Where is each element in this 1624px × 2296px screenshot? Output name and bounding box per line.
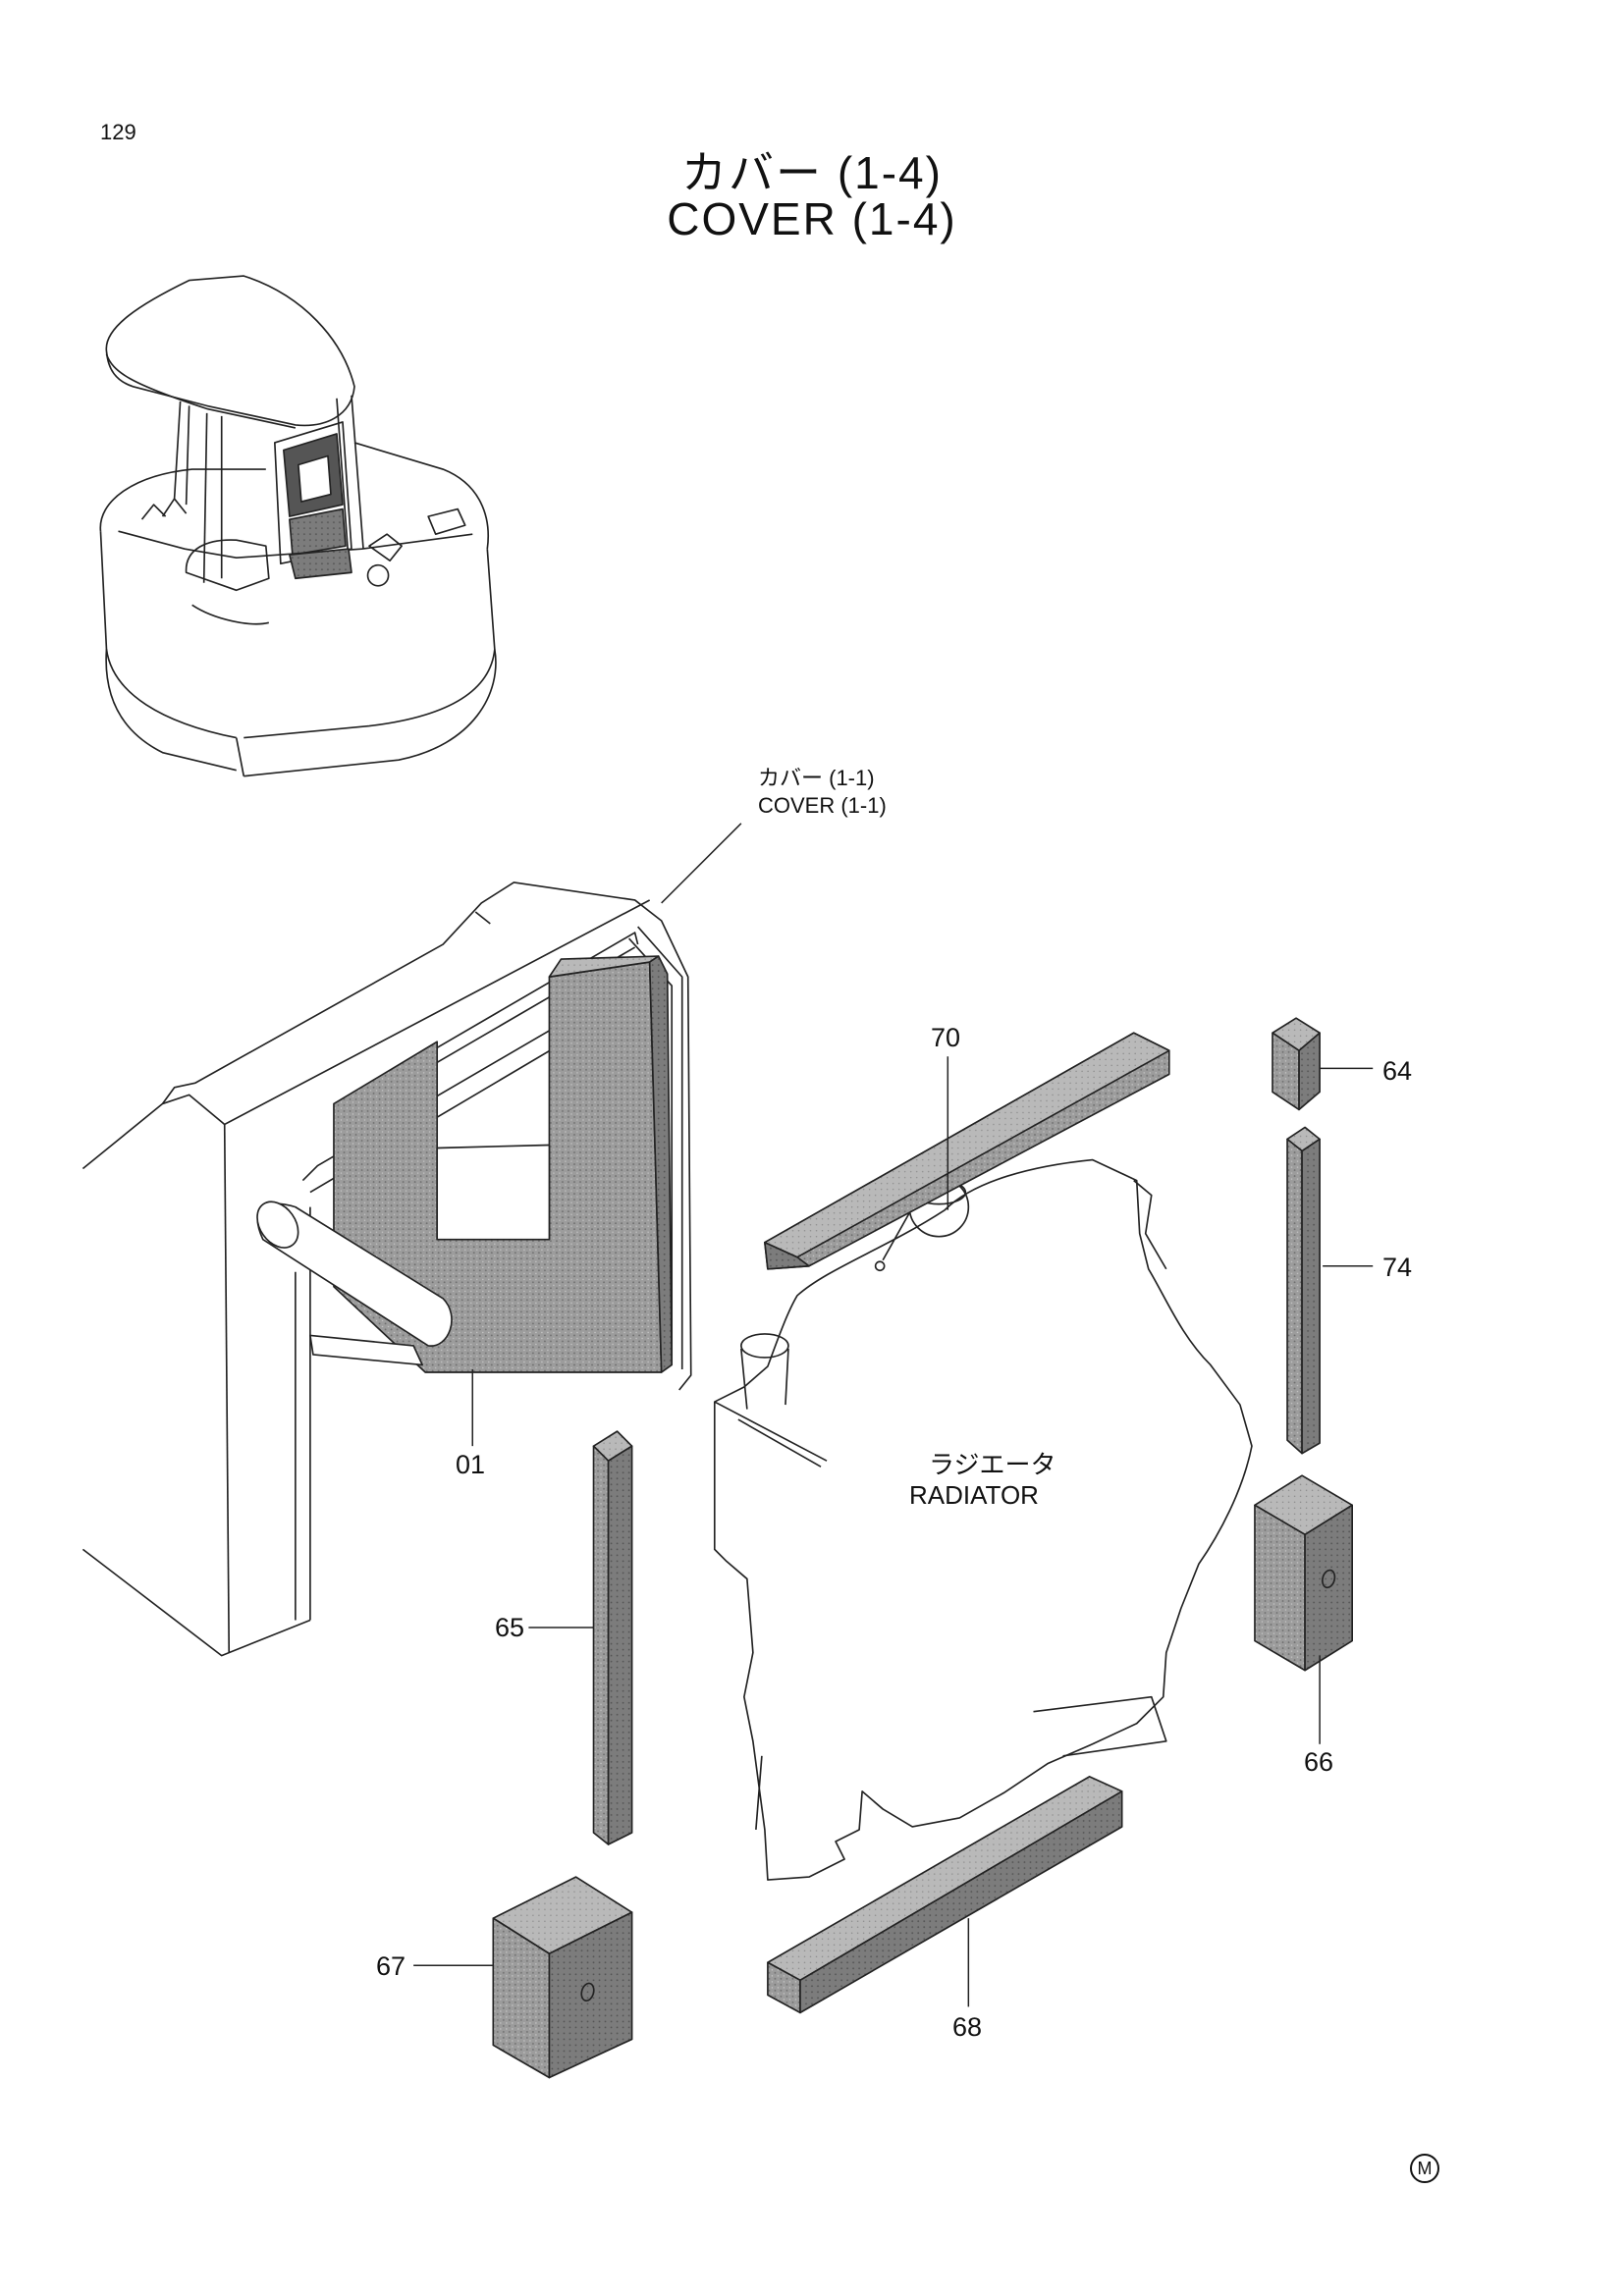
part-66-seal-block [1254,1474,1354,1672]
part-68-seal-strip [767,1776,1123,2014]
part-65-seal-strip [592,1430,633,1845]
part-67-seal-block [492,1876,633,2079]
footer-mark-icon: M [1410,2154,1439,2183]
callout-74: 74 [1382,1253,1413,1282]
part-74-seal-strip [1286,1126,1321,1455]
page-number: 129 [100,120,136,144]
part-64-seal-block [1272,1017,1321,1111]
callout-68: 68 [952,2012,983,2042]
page-title-japanese: カバー (1-4) [681,147,943,198]
machine-overview-illustration [99,275,497,777]
radiator-label-english: RADIATOR [909,1480,1039,1510]
radiator-label-japanese: ラジエータ [929,1450,1056,1479]
callout-66: 66 [1304,1747,1334,1777]
part-01-cover-panel [256,955,674,1373]
callout-64: 64 [1382,1056,1413,1086]
callout-70: 70 [931,1023,961,1052]
leader-lines [413,823,1374,2007]
radiator-outline [713,1158,1253,1881]
callout-67: 67 [376,1951,406,1981]
callout-01: 01 [456,1450,486,1479]
reference-label-japanese: カバー (1-1) [758,766,875,790]
part-70-seal-strip [764,1032,1170,1270]
page-title-english: COVER (1-4) [667,193,957,244]
callout-65: 65 [495,1613,525,1642]
reference-label-english: COVER (1-1) [758,793,887,818]
